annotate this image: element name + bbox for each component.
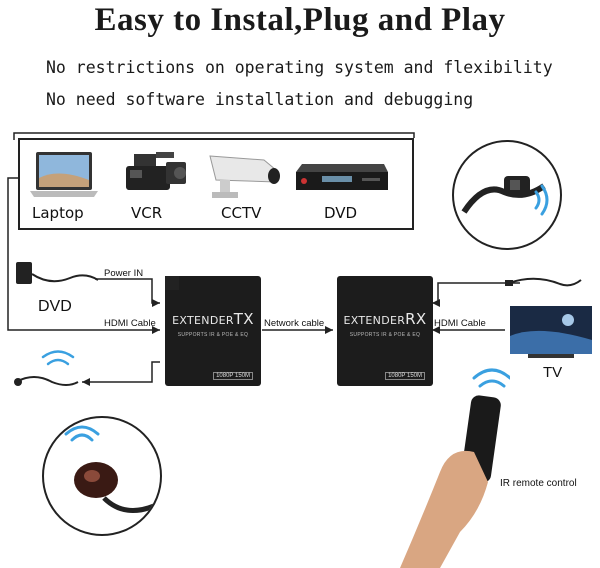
rx-tagline: SUPPORTS IR & POE & EQ — [349, 332, 421, 338]
ir-emitter-cable-icon — [14, 376, 79, 386]
arrow-ir-rx — [432, 299, 440, 307]
ir-emitter-line — [82, 361, 160, 383]
ir-emitter-closeup — [42, 416, 162, 536]
source-to-tx-line — [7, 177, 160, 331]
dvd-label: DVD — [38, 298, 72, 315]
dvd-player-icon — [296, 164, 388, 190]
tx-tagline: SUPPORTS IR & POE & EQ — [177, 332, 249, 338]
subtitle-1: No restrictions on operating system and … — [46, 58, 553, 77]
power-adapter-icon — [16, 262, 99, 284]
arrow-ir-emitter — [82, 378, 90, 386]
network-cable-label: Network cable — [264, 318, 325, 329]
tv-label: TV — [543, 364, 563, 381]
arrow-power — [152, 299, 160, 307]
hdmi-cable-left-label: HDMI Cable — [104, 318, 156, 329]
source-label-laptop: Laptop — [32, 204, 84, 222]
laptop-icon — [30, 152, 98, 197]
signal-waves-left-icon — [41, 350, 75, 366]
ir-receiver-closeup-icon — [461, 176, 549, 216]
arrow-network — [325, 326, 333, 334]
tx-mount-tl — [165, 276, 179, 290]
vcr-icon — [126, 152, 186, 190]
ir-remote-label: IR remote control — [500, 478, 577, 489]
tx-resolution: 1080P 150M — [213, 372, 253, 380]
arrow-hdmi-tx — [152, 326, 160, 334]
source-label-vcr: VCR — [131, 204, 163, 222]
extender-rx: EXTENDERRX SUPPORTS IR & POE & EQ 1080P … — [337, 276, 433, 386]
power-line — [95, 278, 160, 304]
ir-emitter-closeup-icon — [64, 425, 155, 513]
source-label-dvd: DVD — [324, 204, 358, 222]
source-label-cctv: CCTV — [221, 204, 262, 222]
remote-control-icon — [400, 368, 510, 568]
rx-brand: EXTENDERRX — [343, 310, 427, 328]
tv-icon — [510, 306, 592, 358]
cctv-icon — [209, 155, 280, 198]
arrow-hdmi-tv — [432, 326, 440, 334]
ir-receiver-closeup — [452, 140, 562, 250]
page-title: Easy to Instal,Plug and Play — [94, 2, 506, 38]
tx-brand: EXTENDERTX — [172, 310, 254, 328]
hdmi-cable-right-label: HDMI Cable — [434, 318, 486, 329]
top-link-line — [13, 132, 415, 140]
subtitle-2: No need software installation and debugg… — [46, 90, 474, 109]
extender-tx: EXTENDERTX SUPPORTS IR & POE & EQ 1080P … — [165, 276, 261, 386]
rx-resolution: 1080P 150M — [385, 372, 425, 380]
power-in-label: Power IN — [104, 268, 144, 279]
ir-receiver-cable-icon — [505, 277, 582, 287]
